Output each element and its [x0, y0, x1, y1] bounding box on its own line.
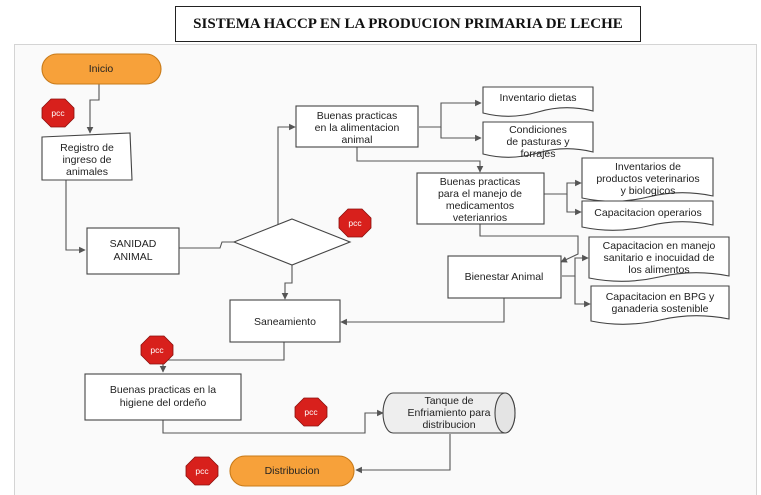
pcc-marker-saneamiento: pcc	[140, 335, 174, 365]
svg-text:animales: animales	[66, 166, 108, 178]
connectors	[65, 84, 591, 474]
svg-text:Registro de: Registro de	[60, 142, 114, 154]
svg-text:higiene del ordeño: higiene del ordeño	[120, 397, 207, 409]
capacitacion-bpg-doc: Capacitacion en BPG y ganaderia sostenib…	[590, 285, 730, 325]
svg-text:Saneamiento: Saneamiento	[254, 316, 316, 328]
pcc-marker-higiene: pcc	[294, 397, 328, 427]
svg-text:distribucion: distribucion	[422, 419, 475, 431]
svg-text:veterianrios: veterianrios	[453, 212, 507, 224]
svg-text:ganaderia sostenible: ganaderia sostenible	[612, 303, 709, 315]
alimentacion-box: Buenas practicas en la alimentacion anim…	[295, 105, 419, 148]
svg-text:Bienestar Animal: Bienestar Animal	[465, 271, 544, 283]
svg-text:sanitario e inocuidad de: sanitario e inocuidad de	[604, 252, 715, 264]
svg-text:ingreso de: ingreso de	[62, 154, 111, 166]
svg-text:Condiciones: Condiciones	[509, 124, 567, 136]
svg-text:Inventarios de: Inventarios de	[615, 161, 681, 173]
pcc-marker-decision: pcc	[338, 208, 372, 238]
svg-text:para el manejo de: para el manejo de	[438, 188, 522, 200]
svg-text:Capacitacion en manejo: Capacitacion en manejo	[603, 240, 716, 252]
diagram-title: SISTEMA HACCP EN LA PRODUCION PRIMARIA D…	[175, 6, 641, 42]
svg-text:pcc: pcc	[195, 466, 209, 476]
svg-text:Buenas practicas: Buenas practicas	[440, 176, 521, 188]
svg-text:animal: animal	[342, 134, 373, 146]
svg-text:pcc: pcc	[51, 108, 65, 118]
svg-text:productos veterinarios: productos veterinarios	[596, 173, 699, 185]
decision-diamond	[232, 218, 352, 266]
pcc-marker-distribucion: pcc	[185, 456, 219, 486]
svg-text:en la alimentacion: en la alimentacion	[315, 122, 400, 134]
svg-text:pcc: pcc	[304, 407, 318, 417]
sanidad-box: SANIDAD ANIMAL	[86, 227, 180, 275]
inventarios-productos-doc: Inventarios de productos veterinarios y …	[581, 157, 714, 202]
svg-text:y biologicos: y biologicos	[621, 185, 676, 197]
tanque-cylinder: Tanque de Enfriamiento para distribucion	[382, 392, 516, 434]
saneamiento-box: Saneamiento	[229, 299, 341, 343]
svg-text:Inventario dietas: Inventario dietas	[499, 92, 576, 104]
condiciones-doc: Condiciones de pasturas y forrajes	[482, 121, 594, 160]
svg-text:de pasturas y: de pasturas y	[506, 136, 570, 148]
svg-text:Capacitacion en BPG y: Capacitacion en BPG y	[606, 291, 715, 303]
inventario-dietas-doc: Inventario dietas	[482, 86, 594, 117]
svg-text:pcc: pcc	[348, 218, 362, 228]
distribucion-terminal: Distribucion	[229, 455, 355, 487]
higiene-box: Buenas practicas en la higiene del ordeñ…	[84, 373, 242, 421]
svg-text:Capacitacion operarios: Capacitacion operarios	[594, 207, 701, 219]
svg-text:Enfriamiento para: Enfriamiento para	[408, 407, 491, 419]
svg-text:pcc: pcc	[150, 345, 164, 355]
capacitacion-manejo-doc: Capacitacion en manejo sanitario e inocu…	[588, 236, 730, 282]
medicamentos-box: Buenas practicas para el manejo de medic…	[416, 172, 545, 225]
svg-text:Buenas practicas en la: Buenas practicas en la	[110, 384, 216, 396]
svg-text:Distribucion: Distribucion	[265, 465, 320, 477]
svg-text:Inicio: Inicio	[89, 63, 114, 75]
bienestar-box: Bienestar Animal	[447, 255, 562, 299]
svg-text:Buenas practicas: Buenas practicas	[317, 110, 398, 122]
inicio-terminal: Inicio	[41, 53, 162, 85]
capacitacion-operarios-doc: Capacitacion operarios	[581, 200, 714, 231]
svg-text:Tanque de: Tanque de	[424, 395, 473, 407]
svg-text:forrajes: forrajes	[520, 148, 555, 160]
svg-text:los alimentos: los alimentos	[628, 264, 689, 276]
svg-text:ANIMAL: ANIMAL	[113, 251, 152, 263]
pcc-marker-inicio: pcc	[41, 98, 75, 128]
svg-text:SANIDAD: SANIDAD	[110, 238, 157, 250]
svg-text:medicamentos: medicamentos	[446, 200, 514, 212]
registro-box: Registro de ingreso de animales	[41, 132, 133, 181]
